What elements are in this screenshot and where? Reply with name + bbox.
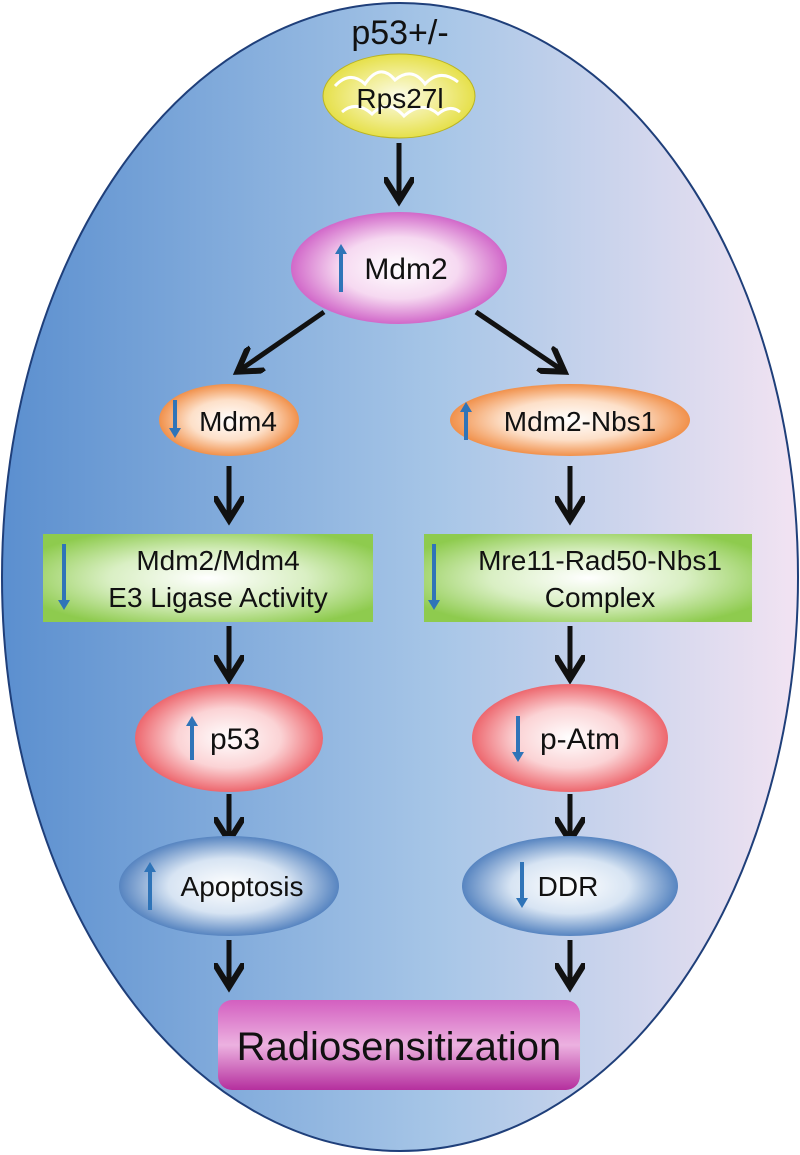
arrows xyxy=(229,143,570,984)
rps27l-label: Rps27l xyxy=(356,83,443,114)
apoptosis-up-arrow xyxy=(144,862,156,910)
e3-line1: Mdm2/Mdm4 xyxy=(136,545,299,576)
arrow-mdm2-mdm4 xyxy=(240,309,326,370)
mdm2-nbs1-label: Mdm2-Nbs1 xyxy=(504,406,656,437)
ddr-label: DDR xyxy=(538,871,599,902)
node-apoptosis: Apoptosis xyxy=(119,836,339,936)
outcome-label: Radiosensitization xyxy=(237,1025,562,1069)
mdm4-down-arrow xyxy=(169,400,181,438)
p-atm-label: p-Atm xyxy=(540,723,620,756)
e3-down-arrow xyxy=(58,544,70,610)
node-mdm2-nbs1: Mdm2-Nbs1 xyxy=(450,384,690,456)
mdm2-label: Mdm2 xyxy=(364,253,447,286)
mdm4-label: Mdm4 xyxy=(199,406,277,437)
mdm2-up-arrow xyxy=(335,244,347,292)
mrn-down-arrow xyxy=(428,544,440,610)
node-mdm4: Mdm4 xyxy=(159,384,299,456)
p53-label: p53 xyxy=(210,723,260,756)
p53-up-arrow xyxy=(186,716,198,760)
node-p-atm: p-Atm xyxy=(472,684,668,792)
ddr-down-arrow xyxy=(516,862,528,908)
node-ddr: DDR xyxy=(462,836,678,936)
arrow-mdm2-mdm2nbs1 xyxy=(474,309,562,370)
node-mdm2: Mdm2 xyxy=(291,212,507,324)
mrn-line1: Mre11-Rad50-Nbs1 xyxy=(478,545,722,576)
mdm2-nbs1-up-arrow xyxy=(460,402,472,440)
p-atm-down-arrow xyxy=(512,716,524,762)
mrn-line2: Complex xyxy=(545,582,655,613)
e3-line2: E3 Ligase Activity xyxy=(108,582,327,613)
apoptosis-label: Apoptosis xyxy=(181,871,304,902)
node-p53: p53 xyxy=(135,684,323,792)
node-rps27l: Rps27l xyxy=(322,53,476,139)
node-radiosensitization: Radiosensitization xyxy=(218,1000,580,1090)
genotype-label: p53+/- xyxy=(351,14,448,52)
box-e3-ligase: Mdm2/Mdm4 E3 Ligase Activity xyxy=(43,534,373,622)
box-mrn-complex: Mre11-Rad50-Nbs1 Complex xyxy=(424,534,752,622)
